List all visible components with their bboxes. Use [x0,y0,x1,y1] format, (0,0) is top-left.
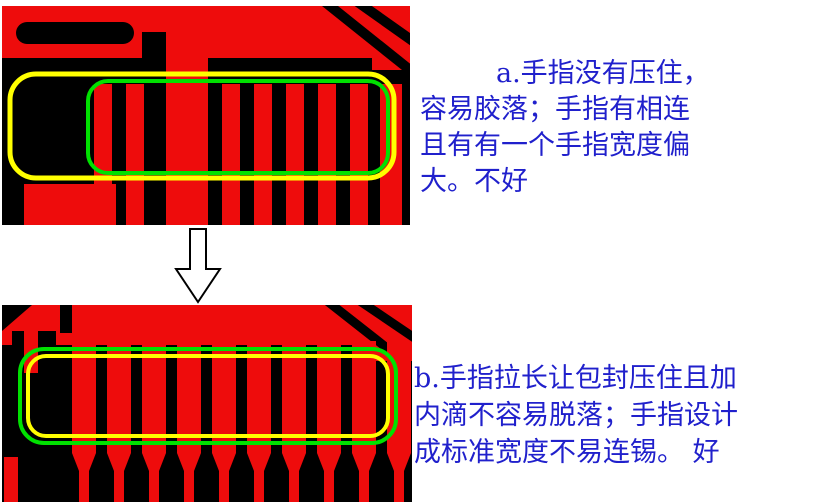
arrow-down-glyph [174,228,222,304]
annotation-a-line: 容易胶落；手指有相连 [420,94,690,125]
coverlay-outline-green-a [86,79,390,175]
annotation-b-line: 成标准宽度不易连锡。 好 [414,437,720,468]
annotation-a-line: a.手指没有压住， [496,58,710,89]
annotation-b-line: b.手指拉长让包封压住且加 [414,363,737,394]
annotation-a: a.手指没有压住， 容易胶落；手指有相连 且有有一个手指宽度偏 大。不好 [420,56,730,200]
trace-cutouts-a [16,0,417,74]
annotation-a-line: 且有有一个手指宽度偏 [420,130,690,161]
coverlay-outline-green-b [18,347,398,445]
annotation-a-line: 大。不好 [420,166,528,197]
pcb-image-a [2,0,417,225]
joined-fingers-block [24,184,116,225]
pcb-image-b [2,293,419,502]
connector-fingers-b [4,341,411,502]
annotation-b-line: 内滴不容易脱落；手指设计 [414,400,738,431]
coverlay-outline-yellow-a [7,71,397,181]
corner-trace [4,457,18,502]
annotation-b: b.手指拉长让包封压住且加 内滴不容易脱落；手指设计 成标准宽度不易连锡。 好 [414,360,814,471]
arrow-down-icon [166,227,230,304]
coverlay-outline-yellow-b [26,354,390,438]
pcb-drawing-a [2,0,417,225]
pcb-drawing-b [2,293,419,502]
